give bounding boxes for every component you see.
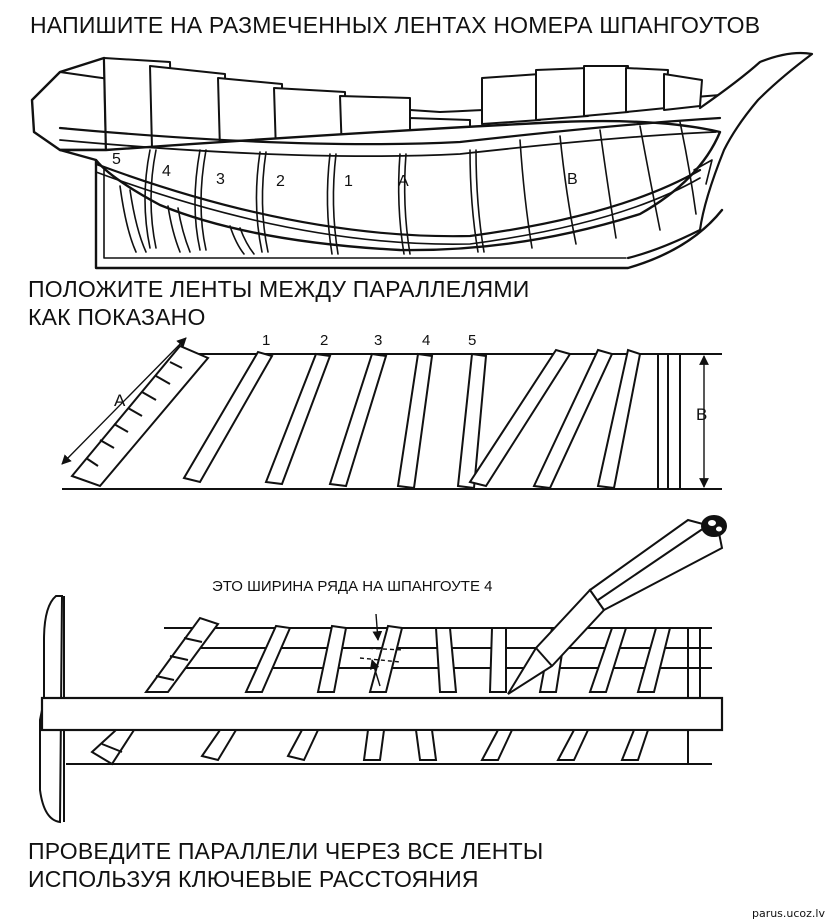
strip-1 bbox=[182, 350, 274, 484]
step3-heading-line2: ИСПОЛЬЗУЯ КЛЮЧЕВЫЕ РАССТОЯНИЯ bbox=[28, 866, 479, 892]
hull-frame-label-3: 3 bbox=[216, 171, 225, 188]
strip-2 bbox=[264, 352, 332, 486]
ruler bbox=[40, 696, 724, 732]
strip-label-4: 4 bbox=[422, 332, 430, 349]
strips-between-parallels bbox=[61, 337, 722, 490]
dimension-a-label: A bbox=[114, 391, 126, 410]
strip-a bbox=[70, 344, 210, 488]
parallels-drawing bbox=[39, 515, 727, 824]
strip-6 bbox=[468, 348, 572, 488]
hull-labels: 5 4 3 2 1 A B bbox=[112, 151, 578, 190]
step3-heading-line1: ПРОВЕДИТЕ ПАРАЛЛЕЛИ ЧЕРЕЗ ВСЕ ЛЕНТЫ bbox=[28, 838, 544, 864]
row-width-annotation: ЭТО ШИРИНА РЯДА НА ШПАНГОУТЕ 4 bbox=[212, 578, 492, 595]
dimension-a-arrow bbox=[61, 337, 187, 465]
hull-illustration bbox=[30, 51, 814, 270]
step1-heading: НАПИШИТЕ НА РАЗМЕЧЕННЫХ ЛЕНТАХ НОМЕРА ШП… bbox=[30, 12, 761, 38]
row-width-indicator bbox=[359, 613, 405, 687]
pencil bbox=[507, 515, 727, 695]
strip-4 bbox=[396, 352, 434, 490]
hull-mark-a: A bbox=[398, 173, 409, 190]
strip-labels: 1 2 3 4 5 A B bbox=[114, 332, 707, 424]
step2-heading-line2: КАК ПОКАЗАНО bbox=[28, 304, 206, 330]
hull-stern bbox=[30, 56, 108, 152]
hull-mark-b: B bbox=[567, 171, 578, 188]
strip-label-5: 5 bbox=[468, 332, 476, 349]
strip-3 bbox=[328, 352, 388, 488]
credit-watermark: parus.ucoz.lv bbox=[751, 907, 825, 920]
building-board bbox=[94, 138, 724, 270]
dimension-b-label: B bbox=[696, 405, 707, 424]
hull-frame-label-4: 4 bbox=[162, 163, 171, 180]
hull-stem bbox=[626, 51, 814, 260]
strip-7 bbox=[532, 348, 614, 490]
hull-frame-lines bbox=[144, 121, 697, 255]
hull-frame-label-2: 2 bbox=[276, 173, 285, 190]
strip-label-1: 1 bbox=[262, 332, 270, 349]
strip-5 bbox=[456, 352, 488, 490]
hull-frame-label-1: 1 bbox=[344, 173, 353, 190]
hull-frame-label-5: 5 bbox=[112, 151, 121, 168]
strip-label-2: 2 bbox=[320, 332, 328, 349]
strip-8 bbox=[596, 348, 642, 490]
strip-label-3: 3 bbox=[374, 332, 382, 349]
step2-heading-line1: ПОЛОЖИТЕ ЛЕНТЫ МЕЖДУ ПАРАЛЛЕЛЯМИ bbox=[28, 276, 530, 302]
